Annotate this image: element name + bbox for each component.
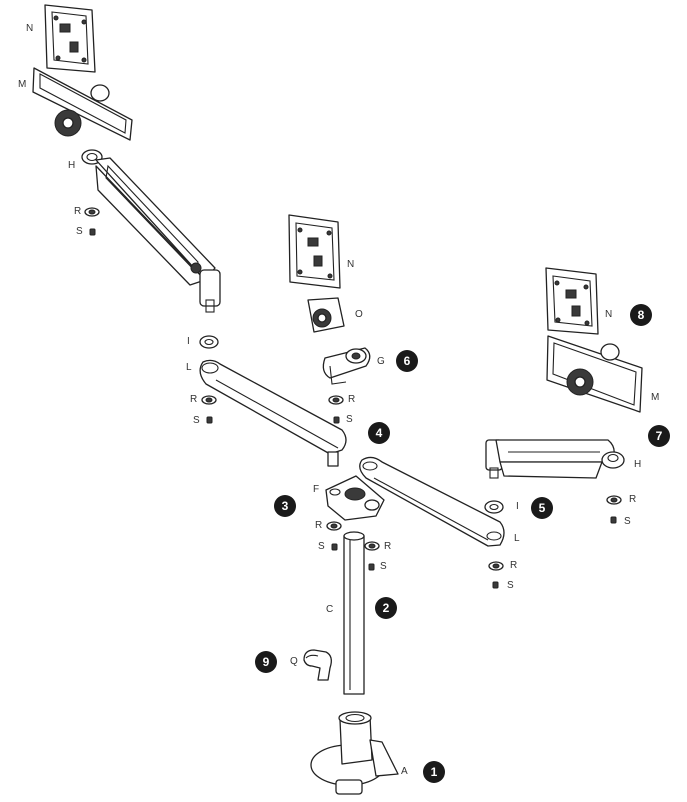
part-label-r-right: R (629, 494, 637, 505)
part-label-n-left: N (26, 23, 34, 34)
desk-clamp-base-a (310, 711, 399, 795)
part-label-r-left: R (74, 206, 82, 217)
part-label-i-right: I (516, 501, 519, 512)
part-label-a: A (401, 766, 408, 777)
step-badge-6: 6 (396, 350, 418, 372)
center-washer-r (328, 395, 344, 405)
part-label-s-center: S (346, 414, 353, 425)
part-label-s-left: S (76, 226, 83, 237)
step-badge-2: 2 (375, 597, 397, 619)
part-label-q: Q (290, 656, 298, 667)
pole-c (343, 531, 365, 695)
left-vesa-plate-n (44, 4, 96, 73)
part-label-r-right-arm: R (510, 560, 518, 571)
part-label-n-right: N (605, 309, 613, 320)
part-label-l-left: L (186, 362, 192, 373)
part-label-s-connector: S (318, 541, 325, 552)
left-washer-r (84, 207, 100, 217)
part-label-m-left: M (18, 79, 27, 90)
right-articulating-arm-h (485, 439, 625, 479)
right-vesa-plate-n (545, 267, 599, 335)
part-label-r-connector: R (315, 520, 323, 531)
cable-clip-q (303, 649, 332, 681)
part-label-i-left: I (187, 336, 190, 347)
part-label-s-right-arm: S (507, 580, 514, 591)
left-arm-screw-s (206, 416, 213, 424)
left-arm-washer-r (201, 395, 217, 405)
part-label-r-left-arm: R (190, 394, 198, 405)
center-pivot-g (322, 347, 371, 385)
part-label-s-pole: S (380, 561, 387, 572)
part-label-s-left-arm: S (193, 415, 200, 426)
center-screw-s (333, 416, 340, 424)
part-label-s-right: S (624, 516, 631, 527)
left-screw-s (89, 228, 96, 236)
pole-screw-s (368, 563, 375, 571)
step-badge-3: 3 (274, 495, 296, 517)
left-extension-arm-l (199, 359, 347, 467)
part-label-f: F (313, 484, 320, 495)
part-label-h-left: H (68, 160, 76, 171)
right-arm-screw-s (492, 581, 499, 589)
step-badge-9: 9 (255, 651, 277, 673)
right-mounting-bar-m (546, 335, 643, 413)
part-label-n-center: N (347, 259, 355, 270)
part-label-r-pole: R (384, 541, 392, 552)
dual-connector-f (325, 475, 385, 521)
part-label-r-center: R (348, 394, 356, 405)
part-label-l-right: L (514, 533, 520, 544)
step-badge-1: 1 (423, 761, 445, 783)
step-badge-4: 4 (368, 422, 390, 444)
step-badge-8: 8 (630, 304, 652, 326)
pole-washer-r (364, 541, 380, 551)
part-label-m-right: M (651, 392, 660, 403)
right-arm-washer-r (488, 561, 504, 571)
center-vesa-plate-n (288, 214, 341, 289)
right-extension-arm-l (359, 456, 505, 547)
part-label-h-right: H (634, 459, 642, 470)
connector-washer-r (326, 521, 342, 531)
left-articulating-arm-h (81, 149, 221, 313)
right-washer-r (606, 495, 622, 505)
connector-screw-s (331, 543, 338, 551)
center-tilt-head-o (307, 297, 345, 333)
right-washer-i (484, 500, 504, 514)
part-label-g: G (377, 356, 385, 367)
left-washer-i (199, 335, 219, 349)
step-badge-5: 5 (531, 497, 553, 519)
part-label-o: O (355, 309, 363, 320)
left-mounting-bar-m (32, 67, 133, 141)
right-screw-s (610, 516, 617, 524)
part-label-c: C (326, 604, 334, 615)
step-badge-7: 7 (648, 425, 670, 447)
